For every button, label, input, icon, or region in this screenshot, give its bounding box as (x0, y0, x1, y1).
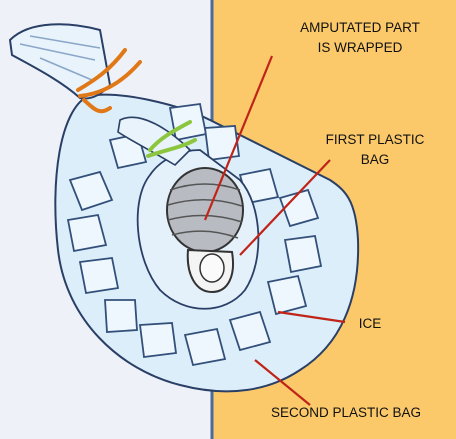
label-ice: ICE (340, 314, 400, 334)
label-amputated-part: AMPUTATED PART IS WRAPPED (270, 18, 450, 58)
label-amputated-part-line1: AMPUTATED PART (270, 18, 450, 38)
label-amputated-part-line2: IS WRAPPED (270, 38, 450, 58)
label-second-plastic-bag: SECOND PLASTIC BAG (236, 403, 456, 423)
label-first-bag-line2: BAG (300, 150, 450, 170)
label-first-bag-line1: FIRST PLASTIC (300, 130, 450, 150)
label-first-plastic-bag: FIRST PLASTIC BAG (300, 130, 450, 170)
